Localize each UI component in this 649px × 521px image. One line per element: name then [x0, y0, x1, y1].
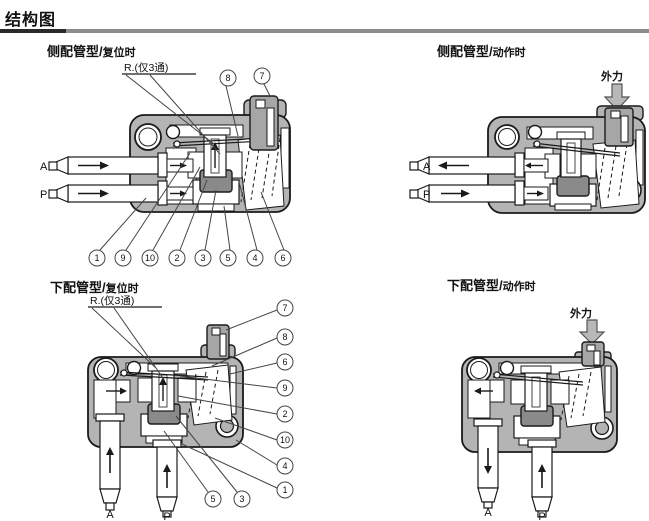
diagram-bottom-piping-reset: 下配管型/复位时	[50, 280, 294, 521]
callout-4: 4	[252, 253, 257, 263]
flow-arrow-right	[78, 161, 187, 170]
panel-title: 侧配管型/复位时	[47, 44, 136, 59]
flow-arrow-up	[159, 377, 167, 401]
flow-arrow-right	[441, 189, 544, 198]
callout-5: 5	[225, 253, 230, 263]
title-underline	[0, 29, 66, 33]
plunger	[604, 107, 634, 147]
header-rule	[66, 29, 649, 33]
pipe-a	[473, 418, 503, 509]
valve-mechanism	[524, 131, 640, 211]
callout-8: 8	[225, 73, 230, 83]
callouts: 7 8 6 9 2 10 4 1 5 3	[163, 299, 294, 508]
plunger	[249, 95, 279, 151]
port-a-label: A	[40, 161, 48, 173]
callout-1: 1	[282, 485, 287, 495]
diagram-side-piping-actuated: 侧配管型/动作时 外力	[409, 44, 646, 214]
diagram-bottom-piping-actuated: 下配管型/动作时 外力	[447, 278, 618, 521]
panel-title: 侧配管型/动作时	[437, 44, 526, 59]
pipe-p	[48, 180, 194, 206]
elbow-passage	[467, 379, 505, 419]
callout-8: 8	[282, 332, 287, 342]
callout-6: 6	[280, 253, 285, 263]
port-p-label: P	[423, 189, 430, 201]
callout-7: 7	[259, 71, 264, 81]
plunger	[581, 341, 605, 367]
external-force-label: 外力	[569, 306, 592, 320]
flow-arrow-up	[163, 464, 171, 488]
panel-title: 下配管型/动作时	[447, 278, 536, 293]
screw-hole	[165, 124, 181, 140]
pipe-p	[409, 180, 549, 206]
poppet	[556, 175, 590, 197]
pipe-a	[95, 413, 125, 511]
lever	[492, 371, 584, 386]
lever	[119, 369, 209, 381]
pipe-p	[152, 439, 182, 518]
spring-cavity	[558, 366, 606, 428]
callout-2: 2	[174, 253, 179, 263]
callout-7: 7	[282, 303, 287, 313]
callout-10: 10	[145, 253, 155, 263]
svg-text:R.(仅3通): R.(仅3通)	[90, 295, 134, 307]
flow-arrow-up	[538, 464, 546, 488]
pipe-a	[48, 152, 194, 178]
callout-3: 3	[200, 253, 205, 263]
force-arrow-icon	[603, 83, 631, 111]
diagram-side-piping-reset: 侧配管型/复位时	[40, 44, 292, 267]
lever	[532, 140, 621, 157]
flow-arrow-right	[78, 189, 187, 198]
port-a-label: A	[106, 509, 114, 521]
flow-arrow-left	[474, 387, 493, 395]
plunger	[206, 324, 230, 360]
valve-mechanism	[119, 363, 233, 444]
lever	[172, 137, 264, 148]
r-note: R.(仅3通)	[88, 295, 164, 379]
panel-title: 下配管型/复位时	[50, 280, 139, 295]
port-a-label: A	[423, 161, 431, 173]
callout-10: 10	[280, 435, 290, 445]
svg-text:R.(仅3通): R.(仅3通)	[124, 62, 168, 74]
screw-hole	[527, 124, 543, 140]
callout-4: 4	[282, 461, 287, 471]
external-force-label: 外力	[600, 69, 623, 83]
port-p-label: P	[40, 189, 47, 201]
screw-hole	[499, 360, 515, 376]
callouts: 8 7 1 9 10 2 3 5 4 6	[88, 67, 292, 267]
port-a-label: A	[484, 507, 492, 519]
flow-arrow-left	[438, 161, 543, 170]
callout-3: 3	[239, 494, 244, 504]
callout-9: 9	[282, 383, 287, 393]
callout-1: 1	[94, 253, 99, 263]
callout-2: 2	[282, 409, 287, 419]
page-title: 结构图	[5, 12, 57, 29]
valve-mechanism	[165, 127, 285, 212]
flow-arrow-down	[484, 448, 492, 474]
port-p-label: P	[538, 511, 545, 521]
r-note: R.(仅3通)	[122, 62, 221, 155]
callout-6: 6	[282, 357, 287, 367]
flow-arrow-right	[106, 387, 127, 395]
spring	[596, 143, 628, 201]
flow-arrow-up	[211, 142, 219, 168]
pipe-a	[409, 152, 549, 178]
pipe-p	[527, 439, 557, 518]
callout-9: 9	[120, 253, 125, 263]
screw-hole	[126, 360, 142, 376]
force-arrow-icon	[578, 319, 606, 345]
flow-arrow-up	[106, 447, 114, 473]
port-p-label: P	[163, 511, 170, 521]
callout-5: 5	[210, 494, 215, 504]
